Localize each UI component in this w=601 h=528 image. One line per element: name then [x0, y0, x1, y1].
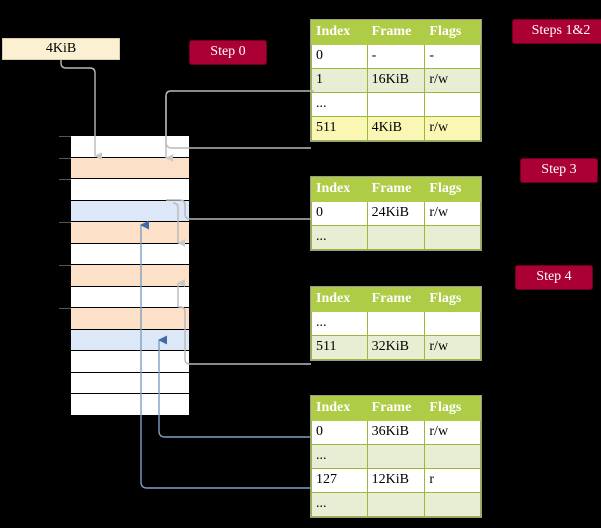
- memory-frame-row: [71, 200, 189, 222]
- cell-flags: r/w: [424, 116, 481, 141]
- cell-flags: r: [424, 468, 481, 493]
- badge-step-3: Step 3: [520, 158, 598, 183]
- column-header-frame: Frame: [366, 177, 426, 202]
- physical-memory-column: [59, 135, 190, 417]
- memory-frame-row: [71, 222, 189, 244]
- memory-frame-row: [71, 136, 189, 158]
- memory-frame-row: [71, 265, 189, 287]
- cell-frame: 36KiB: [366, 420, 426, 445]
- cell-index: 511: [311, 116, 368, 141]
- memory-frame-tick: [59, 157, 71, 159]
- cell-frame: 16KiB: [366, 68, 426, 93]
- cell-frame: 12KiB: [366, 468, 426, 493]
- cell-index: ...: [311, 444, 368, 469]
- cell-index: ...: [311, 492, 368, 517]
- cell-index: 0: [311, 201, 368, 226]
- memory-frame-tick: [59, 136, 71, 137]
- memory-frame-row: [71, 179, 189, 201]
- cell-flags: r/w: [424, 335, 481, 360]
- cell-frame: [366, 225, 426, 250]
- source-frame-label: 4KiB: [45, 41, 77, 56]
- column-header-frame: Frame: [366, 396, 426, 421]
- cell-frame: [366, 92, 426, 117]
- cell-flags: [424, 311, 481, 336]
- badge-steps-1-2: Steps 1&2: [512, 19, 601, 44]
- memory-frame-tick: [59, 265, 71, 266]
- cell-index: 1: [311, 68, 368, 93]
- cell-index: 0: [311, 420, 368, 445]
- cell-frame: [366, 444, 426, 469]
- cell-frame: 4KiB: [366, 116, 426, 141]
- memory-frame-row: [71, 351, 189, 373]
- column-header-index: Index: [311, 177, 368, 202]
- column-header-flags: Flags: [424, 20, 481, 45]
- memory-frame-row: [71, 394, 189, 416]
- cell-flags: [424, 492, 481, 517]
- memory-frame-row: [71, 329, 189, 351]
- cell-flags: [424, 225, 481, 250]
- cell-frame: -: [366, 44, 426, 69]
- memory-frame-row: [71, 308, 189, 330]
- table-row: ...: [311, 492, 481, 517]
- cell-frame: [366, 492, 426, 517]
- cell-index: ...: [311, 311, 368, 336]
- memory-frame-row: [71, 286, 189, 308]
- cell-index: ...: [311, 225, 368, 250]
- cell-index: 511: [311, 335, 368, 360]
- cell-flags: r/w: [424, 420, 481, 445]
- cell-index: ...: [311, 92, 368, 117]
- cell-flags: [424, 444, 481, 469]
- column-header-frame: Frame: [366, 20, 426, 45]
- column-header-index: Index: [311, 20, 368, 45]
- memory-frame-row: [71, 372, 189, 394]
- cell-index: 127: [311, 468, 368, 493]
- table-row: 0--: [311, 44, 481, 69]
- table-row: ...: [311, 225, 481, 250]
- cell-index: 0: [311, 44, 368, 69]
- memory-frame-row: [71, 157, 189, 179]
- column-header-index: Index: [311, 396, 368, 421]
- source-frame-box: 4KiB: [2, 38, 120, 60]
- column-header-frame: Frame: [366, 287, 426, 312]
- memory-frame-tick: [59, 222, 71, 223]
- cell-frame: 24KiB: [366, 201, 426, 226]
- memory-frame-tick: [59, 308, 71, 309]
- wire-step4-in: [178, 306, 311, 365]
- memory-frame-tick: [59, 179, 71, 180]
- column-header-flags: Flags: [424, 396, 481, 421]
- cell-flags: [424, 92, 481, 117]
- table-row: ...: [311, 444, 481, 469]
- cell-flags: r/w: [424, 201, 481, 226]
- cell-flags: -: [424, 44, 481, 69]
- cell-frame: [366, 311, 426, 336]
- memory-frame-row: [71, 243, 189, 265]
- badge-step-4: Step 4: [515, 265, 593, 290]
- badge-step-0: Step 0: [189, 40, 267, 65]
- cell-frame: 32KiB: [366, 335, 426, 360]
- column-header-flags: Flags: [424, 177, 481, 202]
- table-row: ...: [311, 92, 481, 117]
- cell-flags: r/w: [424, 68, 481, 93]
- column-header-flags: Flags: [424, 287, 481, 312]
- column-header-index: Index: [311, 287, 368, 312]
- table-row: ...: [311, 311, 481, 336]
